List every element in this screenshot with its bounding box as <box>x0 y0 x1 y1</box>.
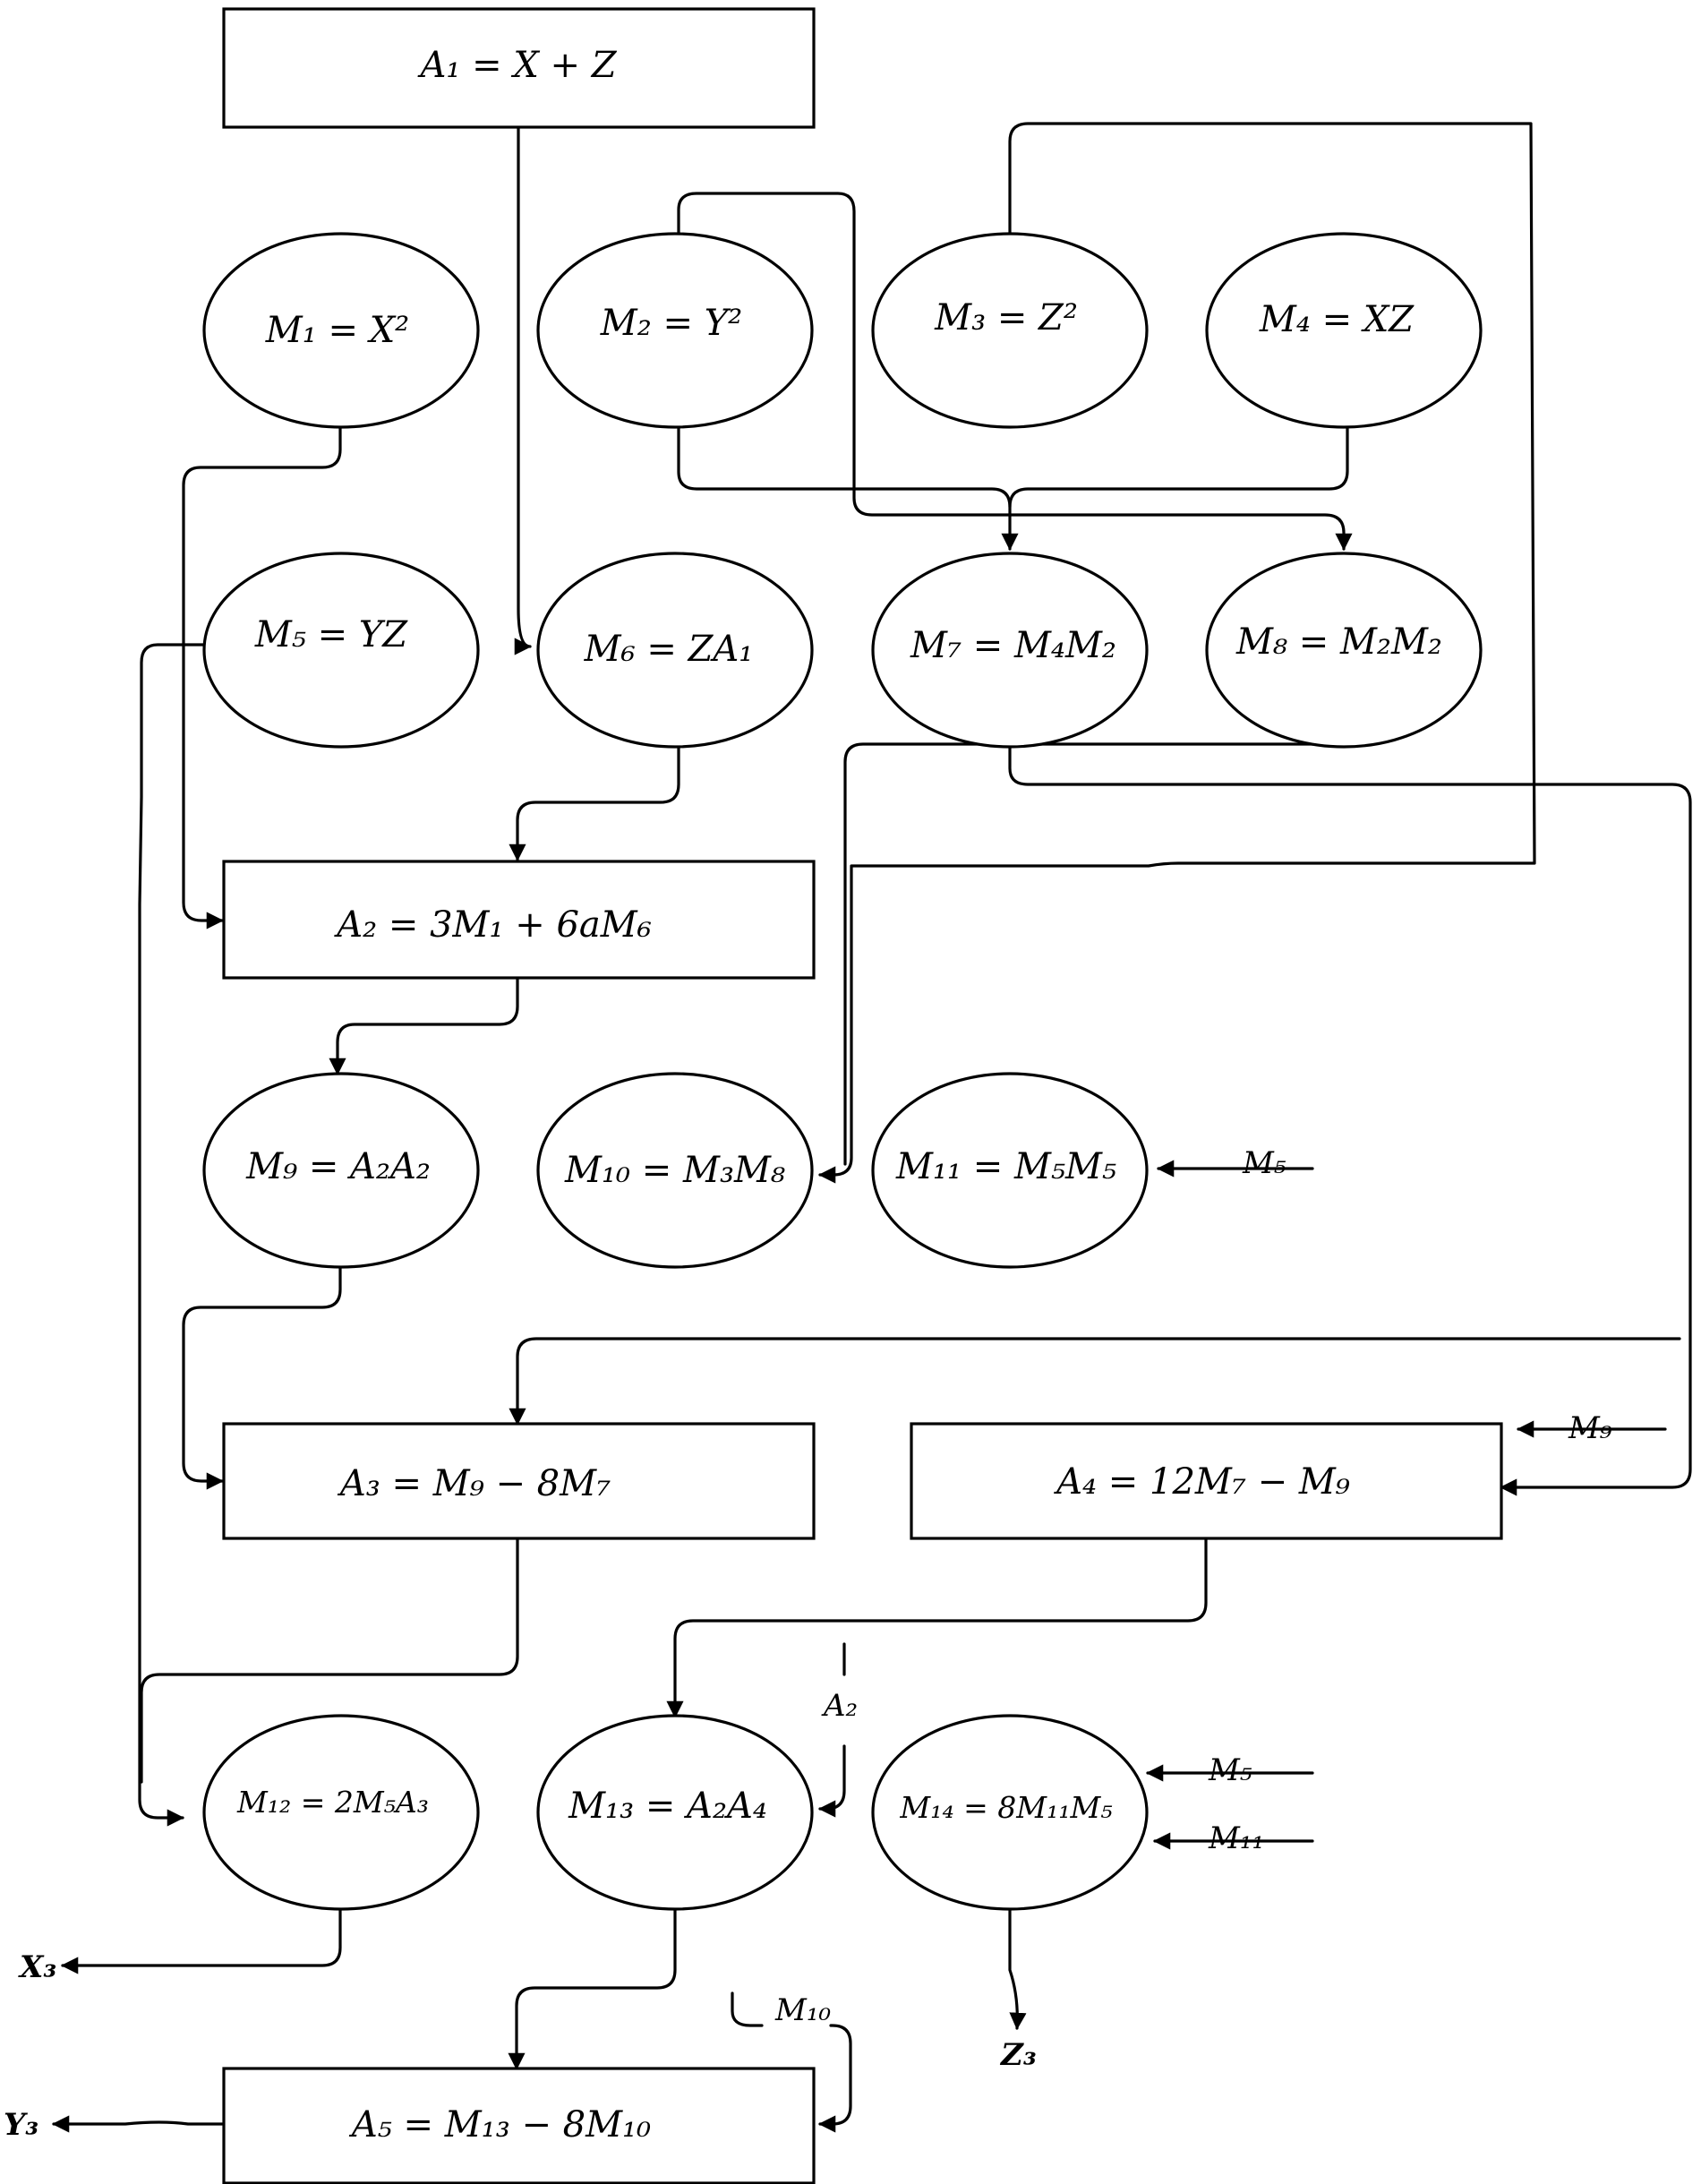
side-label-m5-into-m11: M₅ <box>1242 1145 1286 1181</box>
node-m7: M₇ = M₄M₂ <box>871 552 1149 749</box>
edge-m13-to-a5 <box>508 1907 677 2070</box>
edge-m2-to-m8 <box>677 192 1353 551</box>
node-m9-label: M₉ = A₂A₂ <box>245 1146 431 1187</box>
node-m2: M₂ = Y² <box>536 232 814 429</box>
node-m1-label: M₁ = X² <box>265 310 409 351</box>
output-x3: X₃ <box>18 1949 56 1985</box>
node-m5: M₅ = YZ <box>202 552 480 749</box>
nodes: A₁ = X + Z M₁ = X² M₂ = Y² M₃ = Z² M₄ = … <box>202 7 1503 2184</box>
edge-m4-to-m7 <box>1008 426 1349 509</box>
edge-m7-to-a3 <box>509 1337 1681 1426</box>
output-y3: Y₃ <box>4 2107 38 2143</box>
node-m1: M₁ = X² <box>202 232 480 429</box>
edge-a4-to-m13 <box>666 1537 1208 1718</box>
node-m8-label: M₈ = M₂M₂ <box>1235 621 1442 663</box>
side-labels: M₅ M₉ A₂ M₅ M₁₁ M₁₀ <box>774 1145 1612 2028</box>
side-label-m11-into-m14: M₁₁ <box>1208 1820 1264 1856</box>
side-label-m10-into-a5: M₁₀ <box>774 1992 831 2028</box>
node-m4-label: M₄ = XZ <box>1259 299 1415 340</box>
node-m13-label: M₁₃ = A₂A₄ <box>568 1786 767 1827</box>
edge-m14-to-z3 <box>1008 1907 1027 2030</box>
outputs: X₃ Y₃ Z₃ <box>4 1949 1037 2143</box>
node-a3: A₃ = M₉ − 8M₇ <box>222 1422 816 1540</box>
node-a3-label: A₃ = M₉ − 8M₇ <box>337 1463 611 1504</box>
side-label-a2-into-m13: A₂ <box>821 1688 858 1724</box>
node-m3-label: M₃ = Z² <box>934 297 1078 338</box>
node-m5-label: M₅ = YZ <box>254 614 408 655</box>
output-z3: Z₃ <box>999 2037 1037 2073</box>
node-m9: M₉ = A₂A₂ <box>202 1072 480 1269</box>
node-m12-label: M₁₂ = 2M₅A₃ <box>236 1785 429 1820</box>
node-m11: M₁₁ = M₅M₅ <box>871 1072 1149 1269</box>
node-a1: A₁ = X + Z <box>222 7 816 129</box>
edge-m9-to-a3 <box>182 1264 342 1490</box>
edge-m2-to-m7 <box>677 425 1019 551</box>
node-m10: M₁₀ = M₃M₈ <box>536 1072 814 1269</box>
node-a1-label: A₁ = X + Z <box>416 45 617 86</box>
node-m14: M₁₄ = 8M₁₁M₅ <box>871 1714 1149 1911</box>
node-a4: A₄ = 12M₇ − M₉ <box>910 1422 1503 1540</box>
edge-m7-to-a4 <box>1008 746 1692 1496</box>
node-m11-label: M₁₁ = M₅M₅ <box>895 1146 1116 1187</box>
node-a5: A₅ = M₁₃ − 8M₁₀ <box>222 2067 816 2184</box>
input-m10-into-a5 <box>731 1991 852 2124</box>
node-m6: M₆ = ZA₁ <box>536 552 814 749</box>
edges <box>52 122 1692 2133</box>
node-m7-label: M₇ = M₄M₂ <box>910 625 1116 666</box>
node-m10-label: M₁₀ = M₃M₈ <box>564 1150 785 1191</box>
edge-m5-to-m12 <box>138 643 215 1827</box>
node-m6-label: M₆ = ZA₁ <box>584 629 754 670</box>
edge-m6-to-a2 <box>509 746 680 861</box>
edge-m12-to-x3 <box>61 1907 342 1974</box>
edge-m1-to-a2 <box>182 425 342 929</box>
node-a5-label: A₅ = M₁₃ − 8M₁₀ <box>348 2104 651 2145</box>
node-m14-label: M₁₄ = 8M₁₁M₅ <box>899 1790 1112 1825</box>
edge-a2-to-m9 <box>329 976 519 1075</box>
edge-a3-to-m12 <box>140 1537 519 1784</box>
node-a2-label: A₂ = 3M₁ + 6aM₆ <box>333 904 652 946</box>
node-m12: M₁₂ = 2M₅A₃ <box>202 1714 480 1911</box>
edge-m3-to-m10 <box>818 122 1536 1184</box>
input-a2-into-m13 <box>820 1642 846 1809</box>
node-m3: M₃ = Z² <box>871 232 1149 429</box>
node-m8: M₈ = M₂M₂ <box>1205 552 1483 749</box>
node-m2-label: M₂ = Y² <box>600 303 742 344</box>
node-a2: A₂ = 3M₁ + 6aM₆ <box>222 860 816 980</box>
side-label-m9-into-a4: M₉ <box>1568 1410 1612 1446</box>
node-m4: M₄ = XZ <box>1205 232 1483 429</box>
side-label-m5-into-m14: M₅ <box>1208 1752 1252 1788</box>
edge-a5-to-y3 <box>52 2115 224 2133</box>
node-a4-label: A₄ = 12M₇ − M₉ <box>1053 1461 1350 1503</box>
edge-a1-to-m6 <box>514 125 532 655</box>
node-m13: M₁₃ = A₂A₄ <box>536 1714 814 1911</box>
edge-m8-to-m10 <box>843 742 1349 1166</box>
